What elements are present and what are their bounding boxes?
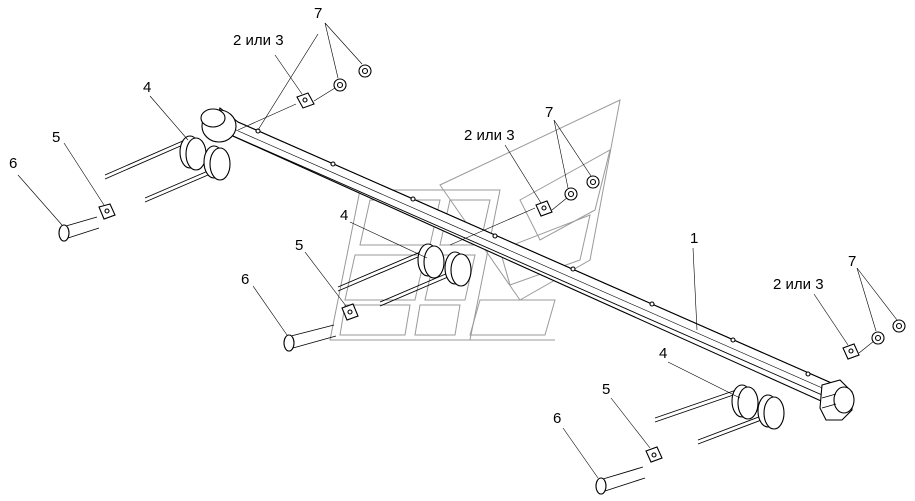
nuts-1 — [333, 64, 372, 92]
label-clamp-2: 5 — [295, 237, 303, 254]
left-tube — [200, 108, 237, 143]
bolt-1 — [58, 216, 100, 242]
label-plate-3: 2 или 3 — [773, 276, 824, 293]
label-bolt-1: 6 — [9, 155, 17, 172]
label-spring-2: 4 — [340, 207, 348, 224]
frame-holes — [255, 128, 811, 377]
spring-assembly-1 — [58, 64, 372, 242]
label-frame: 1 — [690, 230, 698, 247]
label-clamp-1: 5 — [52, 129, 60, 146]
label-plate-1: 2 или 3 — [233, 32, 284, 49]
spring-assembly-3 — [595, 319, 906, 495]
part-labels: 7 2 или 3 4 5 6 7 2 или 3 4 5 6 1 7 2 ил… — [9, 5, 856, 427]
spring-assembly-2 — [283, 175, 600, 352]
label-nuts-2: 7 — [545, 104, 553, 121]
label-nuts-3: 7 — [848, 253, 856, 270]
spring-2 — [337, 207, 536, 307]
bolt-3 — [595, 466, 646, 495]
label-bolt-3: 6 — [553, 410, 561, 427]
label-bolt-2: 6 — [241, 271, 249, 288]
right-clamp — [819, 379, 855, 421]
label-spring-1: 4 — [143, 79, 151, 96]
spring-1 — [104, 135, 231, 203]
leader-lines — [17, 22, 898, 479]
label-spring-3: 4 — [659, 345, 667, 362]
label-plate-2: 2 или 3 — [464, 127, 515, 144]
frame-bar — [200, 107, 855, 421]
label-nuts-1: 7 — [314, 5, 322, 22]
spring-3 — [654, 384, 785, 445]
nuts-2 — [564, 175, 600, 201]
label-clamp-3: 5 — [602, 381, 610, 398]
bolt-2 — [283, 324, 337, 352]
nuts-3 — [871, 319, 906, 345]
